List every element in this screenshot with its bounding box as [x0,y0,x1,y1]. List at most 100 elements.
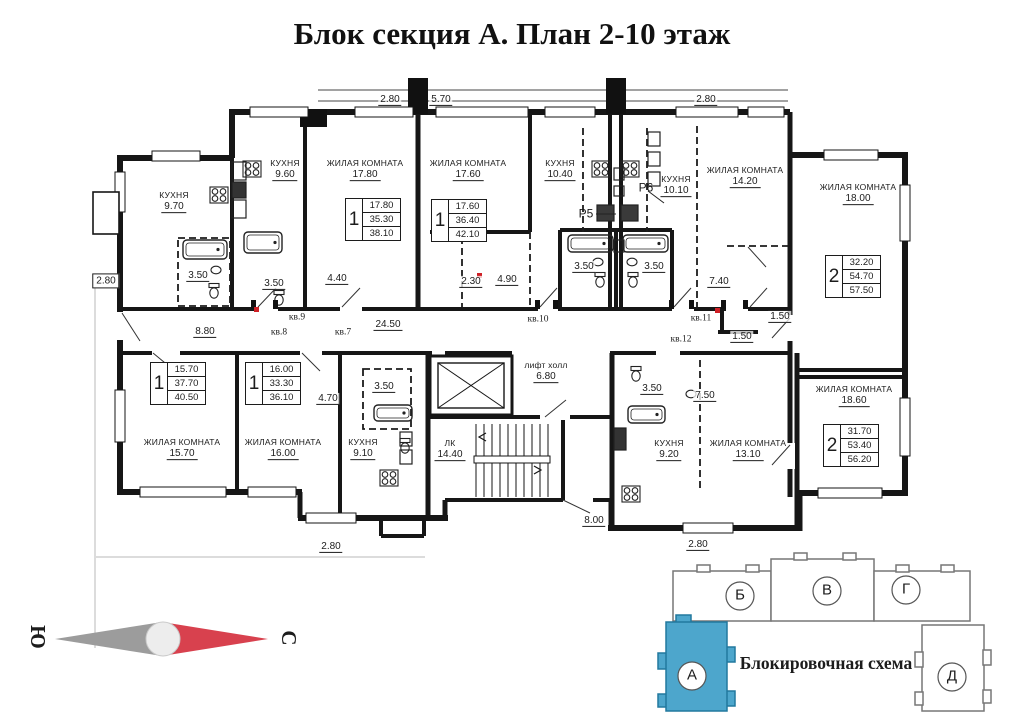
room-area: 9.20 [656,449,682,461]
apartment-number-label: кв.9 [288,312,306,323]
area-row: 31.70 [841,425,878,439]
room-area: 10.10 [660,185,692,197]
area-row: 37.70 [168,377,205,391]
scheme-block-a: А [686,666,698,684]
apartment-number-label: кв.7 [334,327,352,338]
room-name: ЖИЛАЯ КОМНАТА [244,437,322,448]
room-name: ЖИЛАЯ КОМНАТА [706,165,784,176]
room-name: КУХНЯ [545,158,575,169]
kitchen-units [231,131,661,465]
room-area: 14.40 [434,449,466,461]
compass-south-label: Ю [25,625,50,649]
area-row: 56.20 [847,454,872,465]
scheme-block-v: В [821,581,833,599]
room-area: 9.60 [272,169,298,181]
compass-north-label: С [276,630,301,646]
room-area: 9.10 [350,448,376,460]
area-row: 38.10 [369,228,394,239]
apartment-rooms-count: 2 [828,265,840,287]
red-markers [254,273,720,313]
scheme-title: Блокировочная схема [739,653,913,674]
dimension-label: 2.80 [378,93,402,107]
dimension-label: 4.90 [495,273,519,287]
dimension-label: 3.50 [372,380,396,394]
dimension-label: 2.80 [92,273,120,289]
dimension-label: 3.50 [572,260,596,274]
area-row: 17.60 [449,200,486,214]
room-name: КУХНЯ [661,174,691,185]
dashed-partitions [177,126,788,490]
area-row: 53.40 [841,439,878,453]
room-name: ЖИЛАЯ КОМНАТА [326,158,404,169]
room-area: 10.40 [544,169,576,181]
apartment-number-label: кв.12 [670,334,692,345]
dimension-label: 3.50 [262,277,286,291]
room-name: ЖИЛАЯ КОМНАТА [429,158,507,169]
dimension-label: 7.40 [707,275,731,289]
apartment-rooms-count: 1 [248,372,260,394]
room-name: ЖИЛАЯ КОМНАТА [709,438,787,449]
windows [92,106,911,534]
dimension-label: 3.50 [640,382,664,396]
compass [55,621,268,657]
room-name: КУХНЯ [270,158,300,169]
area-row: 42.10 [455,229,480,240]
area-row: 36.40 [449,214,486,228]
extension-lines [94,288,425,648]
room-area: 18.00 [842,193,874,205]
apartment-rooms-count: 2 [826,434,838,456]
riser-label-p6: Р6 [638,180,654,195]
block-scheme [657,552,992,712]
dimension-label: 24.50 [373,318,403,332]
area-row: 17.80 [363,199,400,213]
dimension-label: 1.50 [768,310,792,324]
apartment-rooms-count: 1 [153,372,165,394]
scheme-block-g: Г [901,580,911,598]
bathtub-icons [182,231,669,424]
room-area: 15.70 [166,448,198,460]
area-row: 57.50 [849,285,874,296]
door-frames [251,300,748,309]
area-row: 36.10 [269,392,294,403]
room-name: ЖИЛАЯ КОМНАТА [815,384,893,395]
area-row: 40.50 [174,392,199,403]
room-area: 17.80 [349,169,381,181]
riser-label-p5: Р5 [578,206,594,221]
room-area: 13.10 [732,449,764,461]
room-name: КУХНЯ [348,437,378,448]
apartment-rooms-count: 1 [348,208,360,230]
room-area: 17.60 [452,169,484,181]
door-leaves [121,246,791,514]
area-row: 35.30 [363,213,400,227]
area-row: 15.70 [168,363,205,377]
apartment-rooms-count: 1 [434,209,446,231]
room-name: лифт холл [524,360,568,371]
room-name: КУХНЯ [159,190,189,201]
dimension-label: 7.50 [693,389,717,403]
page-title: Блок секция А. План 2-10 этаж [293,16,731,51]
area-row: 32.20 [843,256,880,270]
scheme-block-b: Б [735,586,745,604]
